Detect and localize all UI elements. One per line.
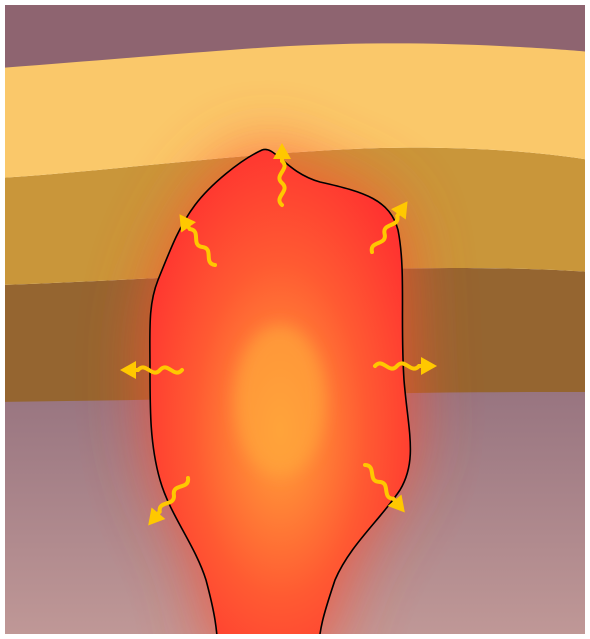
magma-hot-core [235,325,325,475]
